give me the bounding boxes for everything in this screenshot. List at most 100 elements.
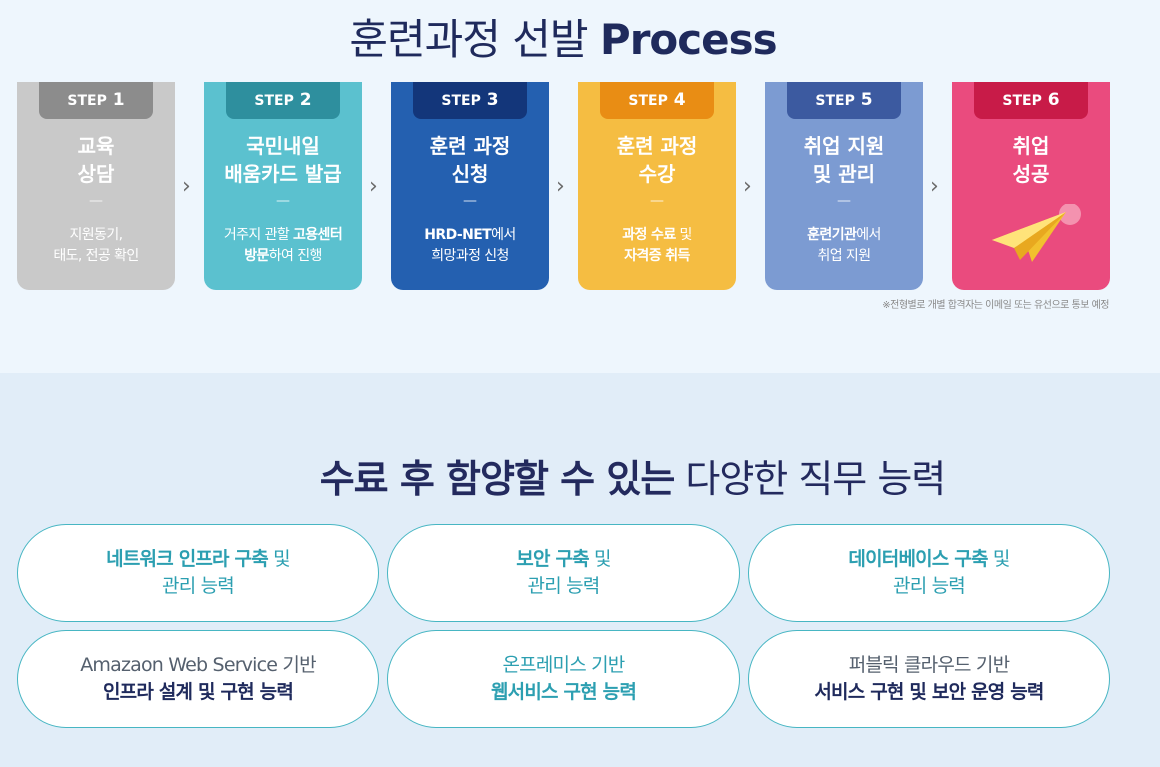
- step-divider: —: [463, 193, 477, 209]
- step-heading-line1: 훈련 과정: [429, 134, 511, 158]
- process-title: 훈련과정 선발 Process: [0, 6, 1126, 67]
- step-tab: STEP 4: [600, 82, 714, 119]
- step-heading-line1: 교육: [77, 134, 115, 158]
- step-label: STEP: [254, 93, 294, 109]
- step-heading-line1: 훈련 과정: [616, 134, 698, 158]
- step-label: STEP: [815, 93, 855, 109]
- step-desc-strong: 방문: [244, 248, 269, 264]
- ability-normal-text: 및: [267, 548, 290, 570]
- step-divider: —: [650, 193, 664, 209]
- chevron-right-icon: ›: [369, 174, 378, 199]
- ability-capsule-1: 네트워크 인프라 구축 및 관리 능력: [17, 524, 379, 622]
- step-desc-text: 에서: [856, 227, 881, 243]
- step-tab: STEP 2: [226, 82, 340, 119]
- ability-strong-text: 보안 구축: [516, 548, 589, 570]
- ability-normal-text: 및: [987, 548, 1010, 570]
- abilities-title-strong: 수료 후 함양할 수 있는: [319, 457, 676, 501]
- ability-line2: 관리 능력: [893, 575, 966, 597]
- step-heading-line2: 및 관리: [812, 162, 876, 186]
- step-tab: STEP 3: [413, 82, 527, 119]
- step-label: STEP: [441, 93, 481, 109]
- step-desc-line1: 지원동기,: [69, 227, 124, 243]
- ability-line2: 웹서비스 구현 능력: [490, 681, 637, 703]
- abilities-title: 수료 후 함양할 수 있는 다양한 직무 능력: [0, 448, 1160, 503]
- chevron-right-icon: ›: [930, 174, 939, 199]
- step-heading-line1: 취업: [1012, 134, 1050, 158]
- step-heading-line2: 신청: [451, 162, 489, 186]
- step-number: 3: [486, 90, 499, 110]
- step-number: 2: [299, 90, 312, 110]
- process-title-normal: 훈련과정 선발: [349, 15, 588, 64]
- step-desc-line2: 태도, 전공 확인: [53, 248, 139, 264]
- chevron-right-icon: ›: [743, 174, 752, 199]
- step-desc-strong: 자격증 취득: [624, 248, 690, 264]
- ability-line2: 관리 능력: [527, 575, 601, 597]
- ability-capsule-4: Amazaon Web Service 기반 인프라 설계 및 구현 능력: [17, 630, 379, 728]
- process-title-strong: Process: [599, 15, 778, 64]
- process-note: ※전형별로 개별 합격자는 이메일 또는 유선으로 통보 예정: [882, 300, 1109, 311]
- ability-capsule-5: 온프레미스 기반 웹서비스 구현 능력: [387, 630, 740, 728]
- ability-strong-text: 데이터베이스 구축: [848, 548, 988, 570]
- step-tab: STEP 5: [787, 82, 901, 119]
- chevron-right-icon: ›: [182, 174, 191, 199]
- ability-capsule-6: 퍼블릭 클라우드 기반 서비스 구현 및 보안 운영 능력: [748, 630, 1110, 728]
- step-desc-text: 거주지 관할: [223, 227, 293, 243]
- step-tab: STEP 1: [39, 82, 153, 119]
- step-number: 1: [112, 90, 125, 110]
- step-desc-text: 및: [675, 227, 692, 243]
- step-desc-line2: 취업 지원: [817, 248, 872, 264]
- step-desc-text: 하여 진행: [268, 248, 323, 264]
- step-heading-line2: 성공: [1012, 162, 1050, 186]
- step-divider: —: [837, 193, 851, 209]
- step-number: 4: [673, 90, 686, 110]
- step-desc-strong: 과정 수료: [622, 227, 676, 243]
- chevron-right-icon: ›: [556, 174, 565, 199]
- ability-line2: 관리 능력: [162, 575, 235, 597]
- step-heading-line2: 배움카드 발급: [224, 162, 342, 186]
- step-divider: —: [276, 193, 290, 209]
- step-label: STEP: [1002, 93, 1042, 109]
- ability-normal-text: 및: [588, 548, 611, 570]
- ability-line1: 퍼블릭 클라우드 기반: [848, 654, 1010, 676]
- step-description: 지원동기, 태도, 전공 확인: [17, 225, 175, 267]
- ability-line2: 인프라 설계 및 구현 능력: [102, 681, 294, 703]
- step-desc-line2: 희망과정 신청: [431, 248, 509, 264]
- step-desc-strong: 훈련기관: [807, 227, 857, 243]
- step-tab: STEP 6: [974, 82, 1088, 119]
- paper-plane-icon: [992, 204, 1081, 262]
- ability-capsule-3: 데이터베이스 구축 및 관리 능력: [748, 524, 1110, 622]
- ability-strong-text: 네트워크 인프라 구축: [106, 548, 269, 570]
- step-heading-line1: 취업 지원: [803, 134, 885, 158]
- step-heading-line2: 상담: [77, 162, 115, 186]
- step-number: 5: [860, 90, 873, 110]
- step-label: STEP: [67, 93, 107, 109]
- ability-line1: 온프레미스 기반: [502, 654, 625, 676]
- step-number: 6: [1047, 90, 1060, 110]
- step-divider: —: [89, 193, 103, 209]
- step-desc-strong: HRD-NET: [424, 227, 492, 243]
- step-label: STEP: [628, 93, 668, 109]
- ability-line2: 서비스 구현 및 보안 운영 능력: [814, 681, 1044, 703]
- ability-line1: Amazaon Web Service 기반: [80, 654, 316, 676]
- abilities-title-normal: 다양한 직무 능력: [685, 457, 946, 501]
- step-heading-line1: 국민내일: [246, 134, 320, 158]
- step-desc-strong: 고용센터: [292, 227, 343, 243]
- step-heading-line2: 수강: [638, 162, 676, 186]
- step-desc-text: 에서: [491, 227, 516, 243]
